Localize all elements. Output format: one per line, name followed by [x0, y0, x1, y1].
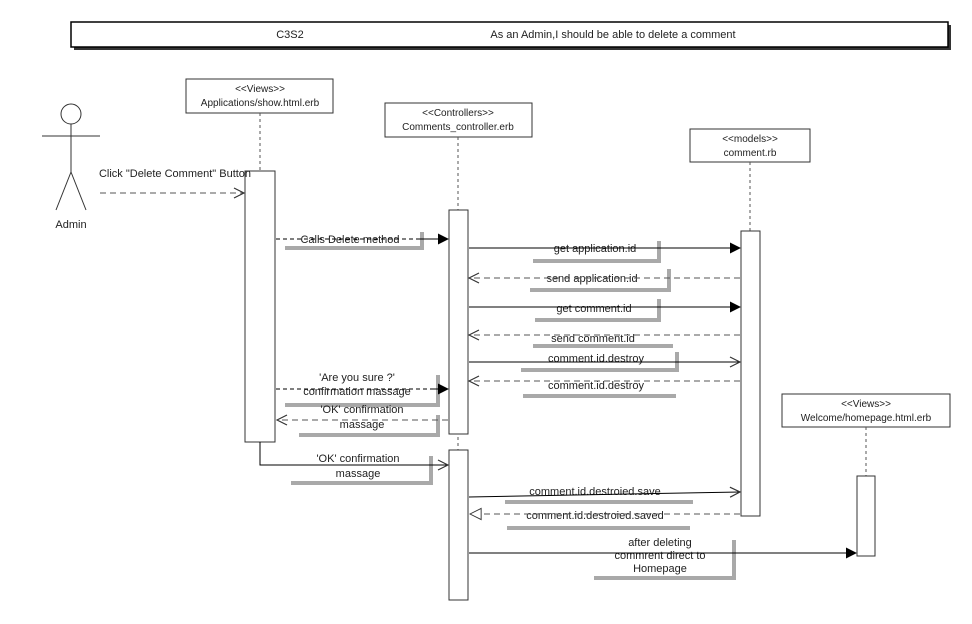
message-destroied-save: comment.id.destroied.save	[468, 486, 740, 504]
message-comment-destroy: comment.id.destroy	[469, 352, 740, 372]
message-redirect-homepage-line2: commrent direct to	[614, 550, 705, 562]
participant-view-home-stereotype: <<Views>>	[841, 399, 891, 410]
activation-view-home	[856, 475, 876, 557]
participant-controller-name: Comments_controller.erb	[402, 122, 514, 133]
message-are-you-sure: 'Are you sure ?' confirmation massage	[276, 372, 449, 407]
message-get-comment-id-label: get comment.id	[556, 303, 631, 315]
message-ok-confirmation: 'OK' confirmation massage	[259, 442, 448, 485]
activation-view-show	[244, 170, 276, 443]
message-ok-confirmation-line1: 'OK' confirmation	[316, 453, 399, 465]
message-ok-confirmation-return-line1: 'OK' confirmation	[320, 404, 403, 416]
participant-view-show-name: Applications/show.html.erb	[201, 98, 320, 109]
message-comment-destroy-label: comment.id.destroy	[548, 353, 644, 365]
participant-model: <<models>> comment.rb	[689, 128, 811, 517]
message-calls-delete: Calls Delete method	[276, 232, 449, 250]
message-ok-confirmation-return: 'OK' confirmation massage	[277, 404, 448, 437]
participant-view-show: <<Views>> Applications/show.html.erb	[185, 78, 334, 443]
participant-model-stereotype: <<models>>	[722, 134, 778, 145]
message-comment-destroy-return-label: comment.id.destroy	[548, 380, 644, 392]
message-are-you-sure-line2: confirmation massage	[303, 386, 411, 398]
participant-view-home-name: Welcome/homepage.html.erb	[801, 413, 932, 424]
activation-controller-1	[448, 209, 469, 435]
actor-admin: Admin	[42, 103, 100, 231]
header-id: C3S2	[276, 29, 304, 41]
message-send-application-id: send application.id	[469, 269, 740, 292]
message-get-application-id-label: get application.id	[554, 243, 637, 255]
message-destroied-saved-label: comment.id.destroied.saved	[526, 510, 664, 522]
message-ok-confirmation-return-line2: massage	[340, 419, 385, 431]
activation-model	[740, 230, 761, 517]
message-redirect-homepage: after deleting commrent direct to Homepa…	[469, 537, 857, 580]
header-title: As an Admin,I should be able to delete a…	[490, 29, 735, 41]
message-send-comment-id: send comment.id	[469, 333, 740, 348]
message-ok-confirmation-line2: massage	[336, 468, 381, 480]
header-frame: C3S2 As an Admin,I should be able to del…	[70, 21, 951, 50]
participant-view-show-stereotype: <<Views>>	[235, 84, 285, 95]
participant-model-name: comment.rb	[724, 148, 777, 159]
message-destroied-save-label: comment.id.destroied.save	[529, 486, 660, 498]
participant-controller-stereotype: <<Controllers>>	[422, 108, 494, 119]
message-are-you-sure-line1: 'Are you sure ?'	[319, 372, 395, 384]
message-comment-destroy-return: comment.id.destroy	[469, 380, 740, 398]
message-redirect-homepage-line3: Homepage	[633, 563, 687, 575]
message-get-comment-id: get comment.id	[469, 299, 741, 322]
message-send-application-id-label: send application.id	[546, 273, 637, 285]
message-click-delete: Click "Delete Comment" Button	[99, 168, 251, 193]
message-send-comment-id-label: send comment.id	[551, 333, 635, 345]
participant-controller: <<Controllers>> Comments_controller.erb	[384, 102, 533, 601]
message-calls-delete-label: Calls Delete method	[300, 234, 399, 246]
participant-view-home: <<Views>> Welcome/homepage.html.erb	[781, 393, 951, 557]
actor-label: Admin	[55, 219, 86, 231]
activation-controller-2	[448, 449, 469, 601]
message-redirect-homepage-line1: after deleting	[628, 537, 692, 549]
message-click-delete-label: Click "Delete Comment" Button	[99, 168, 251, 180]
message-get-application-id: get application.id	[469, 241, 741, 263]
message-destroied-saved: comment.id.destroied.saved	[470, 510, 740, 530]
